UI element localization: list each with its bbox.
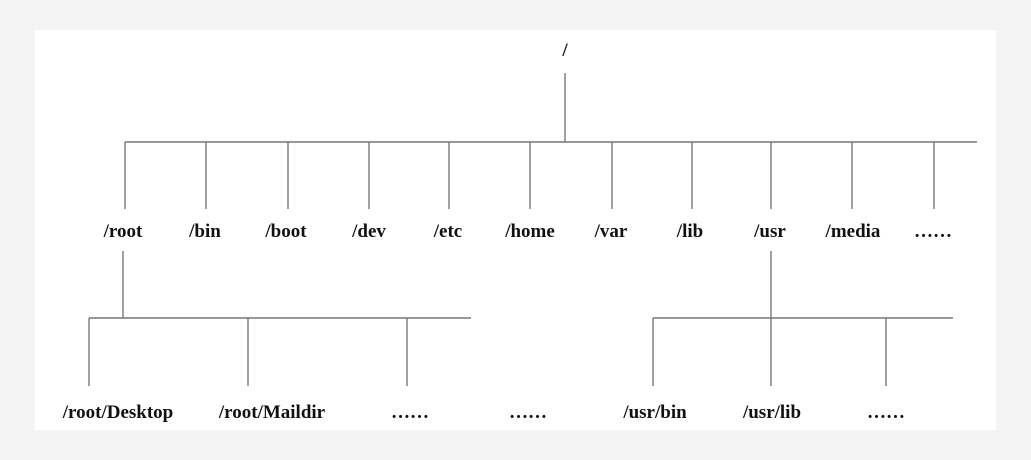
node-root-maildir: /root/Maildir — [218, 402, 326, 423]
node-root-dir: /root — [103, 221, 143, 242]
tree-labels: / /root /bin /boot /dev /etc /home /var … — [62, 40, 952, 423]
node-more: …… — [914, 221, 952, 242]
node-usr: /usr — [753, 221, 786, 242]
node-usr-more: …… — [867, 402, 905, 423]
node-var: /var — [594, 221, 628, 242]
node-bin: /bin — [188, 221, 221, 242]
node-detached-more: …… — [509, 402, 547, 423]
node-root-more: …… — [391, 402, 429, 423]
node-boot: /boot — [264, 221, 307, 242]
node-usr-bin: /usr/bin — [622, 402, 687, 423]
node-home: /home — [504, 221, 555, 242]
node-usr-lib: /usr/lib — [742, 402, 801, 423]
tree-edges — [88, 73, 977, 386]
node-dev: /dev — [351, 221, 386, 242]
node-root: / — [561, 40, 568, 61]
node-etc: /etc — [433, 221, 462, 242]
diagram-panel — [35, 30, 996, 430]
node-lib: /lib — [676, 221, 703, 242]
node-root-desktop: /root/Desktop — [62, 402, 173, 423]
node-media: /media — [825, 221, 881, 242]
